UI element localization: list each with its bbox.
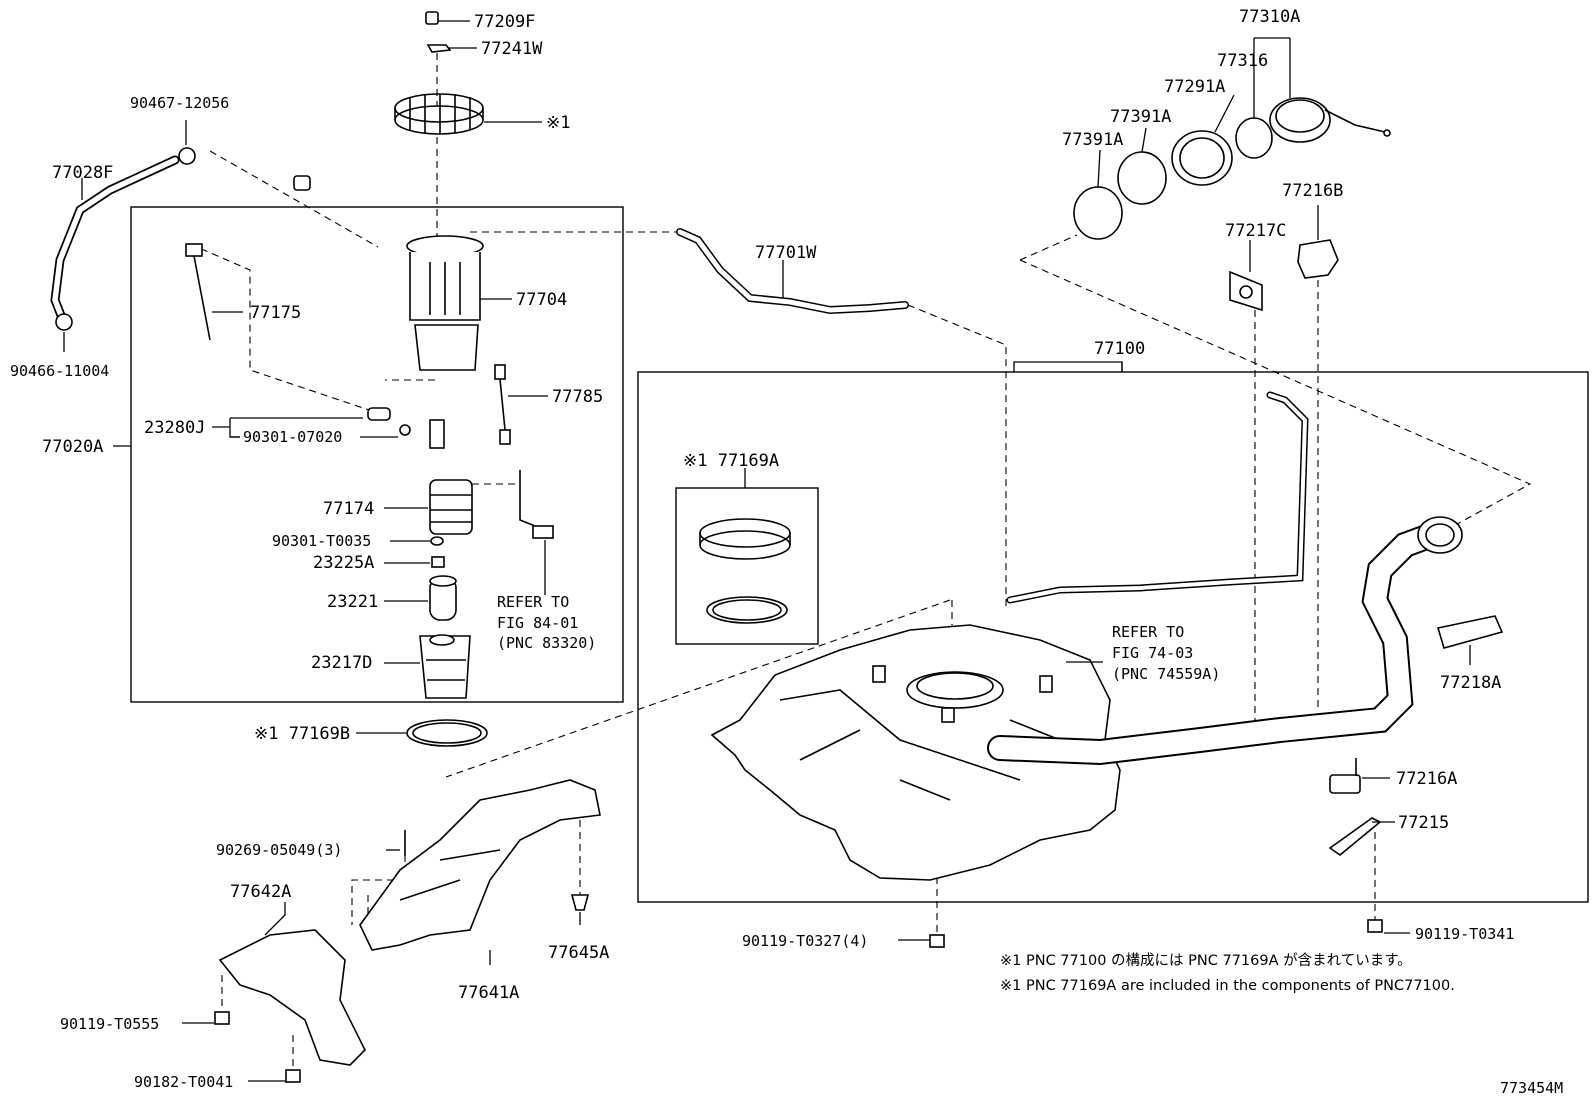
bolt-90119-T0341	[1367, 919, 1383, 933]
filler-pipe	[987, 516, 1463, 766]
seal-77391A-b	[1117, 151, 1167, 205]
sender-gauge-77175	[185, 243, 211, 341]
label-refer-84-line1: REFER TO	[497, 593, 569, 611]
label-77642A: 77642A	[230, 882, 291, 902]
label-77028F: 77028F	[52, 163, 113, 183]
label-77217C: 77217C	[1225, 221, 1286, 241]
gasket-kit-box	[675, 487, 819, 645]
fuel-pump-assembly-box	[130, 206, 624, 703]
label-23221: 23221	[327, 592, 378, 612]
label-77785: 77785	[552, 387, 603, 407]
lock-ring-upper	[394, 93, 484, 135]
label-77316: 77316	[1217, 51, 1268, 71]
label-90182-T0041: 90182-T0041	[134, 1073, 233, 1091]
clip-77241W	[426, 44, 452, 53]
vent-tube-77701W	[676, 228, 909, 315]
bolt-90119-T0555	[214, 1011, 230, 1025]
label-77175: 77175	[250, 303, 301, 323]
label-77209F: 77209F	[474, 12, 535, 32]
label-90119-T0327: 90119-T0327(4)	[742, 932, 868, 950]
label-77391A-a: 77391A	[1062, 130, 1123, 150]
label-77218A: 77218A	[1440, 673, 1501, 693]
pressure-regulator-23280J	[367, 407, 411, 436]
note-english: ※1 PNC 77169A are included in the compon…	[1000, 978, 1455, 994]
gasket-77217C	[1229, 270, 1263, 312]
bracket-77216B	[1297, 239, 1339, 279]
label-90301-07020: 90301-07020	[243, 428, 342, 446]
label-refer-74-line2: FIG 74-03	[1112, 644, 1193, 662]
label-23280J: 23280J	[144, 418, 205, 438]
fuel-pump-unit-77704	[406, 235, 484, 371]
fuel-pump-23221	[429, 575, 457, 621]
label-90466-11004: 90466-11004	[10, 362, 109, 380]
o-ring-90301-T0035	[430, 536, 444, 546]
breather-hose-77209F	[293, 11, 439, 191]
label-77701W: 77701W	[755, 243, 817, 263]
protector-77642A	[218, 929, 366, 1066]
label-77174: 77174	[323, 499, 374, 519]
label-23225A: 23225A	[313, 553, 374, 573]
fuel-tank-assembly-box	[637, 371, 1589, 903]
label-refer-84-line3: (PNC 83320)	[497, 634, 596, 652]
label-90269-05049: 90269-05049(3)	[216, 841, 342, 859]
fuel-filter-23217D	[419, 634, 471, 699]
label-77241W: 77241W	[481, 39, 543, 59]
label-23217D: 23217D	[311, 653, 372, 673]
label-77216A: 77216A	[1396, 769, 1457, 789]
label-77704: 77704	[516, 290, 567, 310]
label-90119-T0555: 90119-T0555	[60, 1015, 159, 1033]
label-77215: 77215	[1398, 813, 1449, 833]
leader-lines	[63, 20, 1471, 1082]
fuel-cap-77310A	[1269, 97, 1391, 143]
label-90467-12056: 90467-12056	[130, 94, 229, 112]
label-77100: 77100	[1094, 339, 1145, 359]
bracket-77215	[1328, 817, 1382, 857]
gasket-77169B	[406, 719, 488, 747]
label-refer-74-line1: REFER TO	[1112, 623, 1184, 641]
label-77641A: 77641A	[458, 983, 519, 1003]
label-refer-74-line3: (PNC 74559A)	[1112, 665, 1220, 683]
diagram-id: 773454M	[1500, 1079, 1563, 1097]
label-77310A: 77310A	[1239, 7, 1300, 27]
wire-harness-77785	[494, 364, 511, 445]
label-77216B: 77216B	[1282, 181, 1343, 201]
label-77391A-b: 77391A	[1110, 107, 1171, 127]
label-note-ring: ※1	[546, 113, 570, 133]
label-77169A: ※1 77169A	[683, 451, 779, 471]
label-90119-T0341: 90119-T0341	[1415, 925, 1514, 943]
protector-77641A	[359, 779, 601, 951]
gasket-77316	[1235, 117, 1273, 159]
protector-77218A	[1436, 615, 1504, 649]
cushion-23225A	[431, 556, 445, 568]
seal-77391A-a	[1073, 186, 1123, 240]
tank-breather-tube	[1006, 391, 1309, 604]
label-77169B: ※1 77169B	[254, 724, 350, 744]
fuel-hose-77028F	[50, 147, 196, 331]
gasket-kit-77169A-parts	[699, 518, 791, 624]
float-arm	[519, 470, 554, 539]
note-japanese: ※1 PNC 77100 の構成には PNC 77169A が含まれています。	[1000, 952, 1412, 969]
label-90301-T0035: 90301-T0035	[272, 532, 371, 550]
label-77645A: 77645A	[548, 943, 609, 963]
fuel-tank-77100	[710, 624, 1121, 881]
nut-90182-T0041	[285, 1069, 301, 1083]
label-77020A: 77020A	[42, 437, 103, 457]
clip-77645A	[570, 894, 590, 911]
bolt-90119-T0327	[929, 934, 945, 948]
valve-77216A	[1329, 758, 1361, 794]
label-77291A: 77291A	[1164, 77, 1225, 97]
pump-housing-77174	[429, 419, 473, 535]
label-refer-84-line2: FIG 84-01	[497, 614, 578, 632]
filler-neck-77291A	[1171, 130, 1233, 186]
